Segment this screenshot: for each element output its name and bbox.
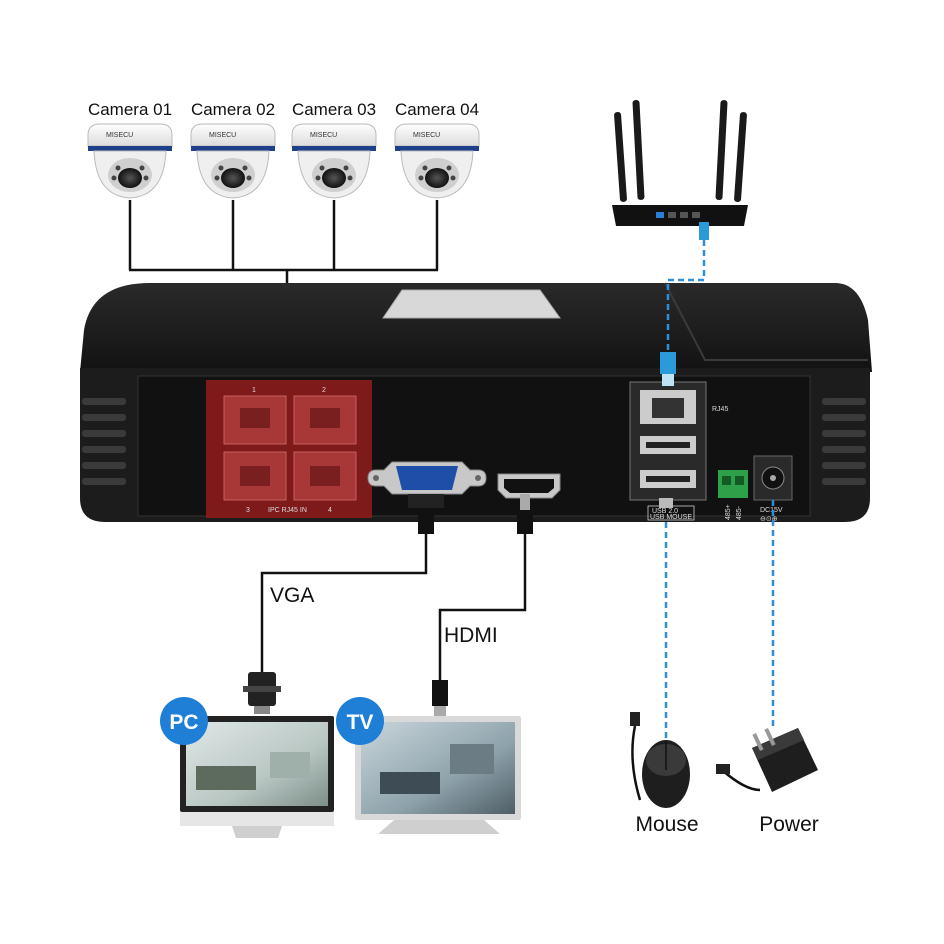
camera-label: Camera 02 xyxy=(191,100,275,119)
pc-badge: PC xyxy=(160,697,208,745)
vent-left xyxy=(82,398,126,485)
power-adapter-icon xyxy=(716,727,818,792)
dome-camera-icon xyxy=(291,123,377,199)
vga-port[interactable] xyxy=(367,461,487,495)
ipc-rj45-port-panel: 1 2 3 IPC RJ45 IN 4 xyxy=(206,380,372,518)
usb-label: USB 2.0 xyxy=(652,508,678,515)
router-icon xyxy=(612,100,748,240)
camera-brand: MISECU xyxy=(413,132,440,139)
camera-04: Camera 04 MISECU xyxy=(394,100,480,199)
hdmi-label: HDMI xyxy=(444,624,498,647)
tv-icon xyxy=(355,716,521,834)
pc-badge-text: PC xyxy=(169,711,198,734)
rj45-plug-icon xyxy=(660,352,676,386)
mouse-label: Mouse xyxy=(635,813,698,836)
rj45-label: RJ45 xyxy=(712,406,728,413)
camera-brand: MISECU xyxy=(209,132,236,139)
camera-label: Camera 03 xyxy=(292,100,376,119)
camera-row: Camera 01 MISECU Camera 02 xyxy=(87,100,480,199)
vga-label: VGA xyxy=(270,584,314,607)
vga-cable xyxy=(243,494,444,714)
rj45-usb-block: RJ45 USB 2.0 USB MOUSE xyxy=(629,381,728,521)
dome-camera-icon xyxy=(87,123,173,199)
pc-monitor-icon xyxy=(180,716,334,838)
camera-label: Camera 04 xyxy=(395,100,479,119)
port-number-1: 1 xyxy=(252,387,256,394)
hdmi-port[interactable] xyxy=(497,473,561,499)
dome-camera-icon xyxy=(394,123,480,199)
dome-camera-icon xyxy=(190,123,276,199)
power-label: Power xyxy=(759,813,819,836)
camera-01: Camera 01 MISECU xyxy=(87,100,173,199)
network-link-lines xyxy=(664,240,775,738)
usb-plug-icon xyxy=(659,498,673,508)
port-number-3: 3 xyxy=(246,507,250,514)
ipc-rj45-label: IPC RJ45 IN xyxy=(268,507,307,514)
camera-03: Camera 03 MISECU xyxy=(291,100,377,199)
usb-mouse-label: USB MOUSE xyxy=(650,514,692,521)
rs485-terminal: 485+ 485- xyxy=(718,470,748,520)
tv-badge: TV xyxy=(336,697,384,745)
port-number-4: 4 xyxy=(328,507,332,514)
port-number-2: 2 xyxy=(322,387,326,394)
camera-02: Camera 02 MISECU xyxy=(190,100,276,199)
rs485-plus-label: 485+ xyxy=(725,504,732,520)
dc-power-jack[interactable]: DC15V ⊖⊙⊕ xyxy=(753,455,793,523)
hdmi-cable xyxy=(432,494,533,716)
dc-label: DC15V xyxy=(760,507,783,514)
tv-badge-text: TV xyxy=(347,711,374,734)
polarity-icon: ⊖⊙⊕ xyxy=(760,516,778,523)
mouse-icon xyxy=(630,712,690,808)
camera-brand: MISECU xyxy=(310,132,337,139)
camera-brand: MISECU xyxy=(106,132,133,139)
rs485-minus-label: 485- xyxy=(736,505,743,520)
vent-right xyxy=(822,398,866,485)
camera-label: Camera 01 xyxy=(88,100,172,119)
